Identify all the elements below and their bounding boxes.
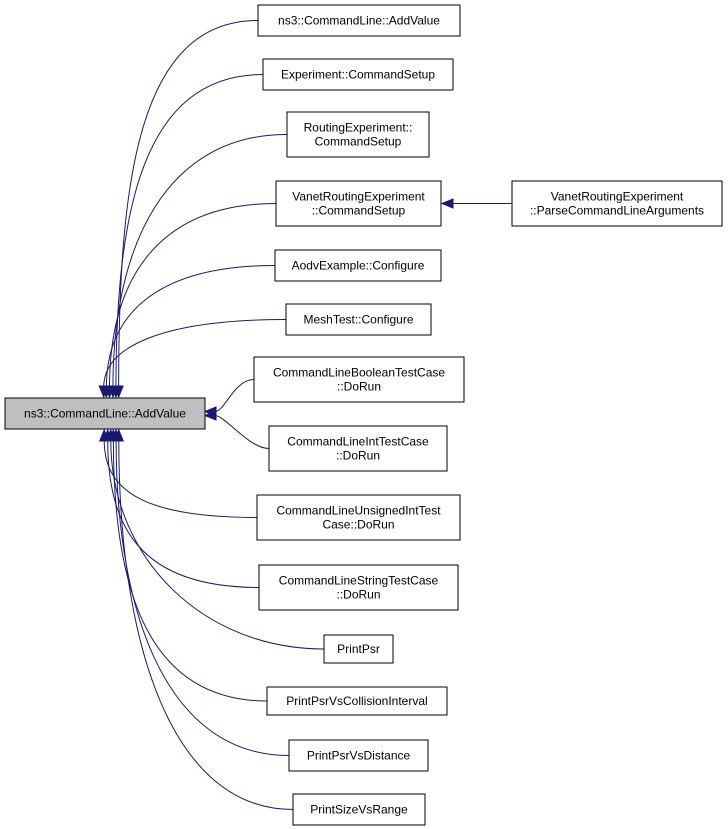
node-label: PrintSizeVsRange <box>310 803 408 817</box>
node-box <box>268 425 448 472</box>
node-box <box>286 111 430 158</box>
edge-c4-to-root <box>109 203 277 388</box>
edge-c5-to-root <box>105 265 276 388</box>
node-box <box>323 634 394 664</box>
node-label: Case::DoRun <box>322 518 394 532</box>
node-label: ns3::CommandLine::AddValue <box>278 14 440 28</box>
edge-c1-to-root <box>118 20 259 388</box>
edge-c2-to-root <box>115 74 264 388</box>
node-c13[interactable]: PrintPsrVsDistance <box>288 739 429 772</box>
node-c1[interactable]: ns3::CommandLine::AddValue <box>257 4 461 37</box>
node-label: ::DoRun <box>336 588 380 602</box>
node-label: CommandLineStringTestCase <box>279 574 439 588</box>
node-root[interactable]: ns3::CommandLine::AddValue <box>4 397 206 430</box>
node-box <box>285 303 432 336</box>
node-c7[interactable]: CommandLineBooleanTestCase::DoRun <box>253 356 465 403</box>
edge-c12-to-root <box>112 439 268 702</box>
node-box <box>511 180 723 227</box>
node-label: PrintPsrVsCollisionInterval <box>286 694 427 708</box>
node-label: CommandSetup <box>315 135 402 149</box>
node-label: CommandLineIntTestCase <box>287 435 429 449</box>
node-box <box>256 494 461 541</box>
node-c14[interactable]: PrintSizeVsRange <box>292 793 426 826</box>
node-label: ::DoRun <box>337 380 381 394</box>
node-c8[interactable]: CommandLineIntTestCase::DoRun <box>268 425 448 472</box>
node-box <box>274 249 442 282</box>
edge-c3-to-root <box>112 134 288 388</box>
nodes: ns3::CommandLine::AddValuens3::CommandLi… <box>4 4 723 826</box>
node-box <box>292 793 426 826</box>
edge-c7-to-root <box>214 379 255 412</box>
node-label: PrintPsrVsDistance <box>307 749 411 763</box>
node-c11[interactable]: PrintPsr <box>323 634 394 664</box>
edge-c9-to-root <box>103 439 258 518</box>
edge-c10-to-root <box>107 439 260 588</box>
node-box <box>275 180 442 227</box>
node-box <box>257 4 461 37</box>
node-box <box>4 397 206 430</box>
node-label: CommandLineUnsignedIntTest <box>276 504 441 518</box>
node-box <box>262 58 454 91</box>
node-box <box>253 356 465 403</box>
node-c12[interactable]: PrintPsrVsCollisionInterval <box>266 686 448 716</box>
node-c5[interactable]: AodvExample::Configure <box>274 249 442 282</box>
node-label: MeshTest::Configure <box>303 313 413 327</box>
edge-c8-to-root <box>214 415 270 449</box>
node-c10[interactable]: CommandLineStringTestCase::DoRun <box>258 564 459 611</box>
node-box <box>266 686 448 716</box>
node-label: ns3::CommandLine::AddValue <box>24 407 186 421</box>
node-label: VanetRoutingExperiment <box>292 190 425 204</box>
edge-c14-to-root <box>118 439 294 810</box>
node-label: ::ParseCommandLineArguments <box>530 204 704 218</box>
node-c3[interactable]: RoutingExperiment::CommandSetup <box>286 111 430 158</box>
node-label: ::CommandSetup <box>312 204 406 218</box>
node-s1[interactable]: VanetRoutingExperiment::ParseCommandLine… <box>511 180 723 227</box>
node-label: RoutingExperiment:: <box>304 121 413 135</box>
node-box <box>288 739 429 772</box>
edge-c13-to-root <box>115 439 290 756</box>
arrow-head <box>203 410 217 421</box>
arrow-head <box>440 198 454 209</box>
node-c6[interactable]: MeshTest::Configure <box>285 303 432 336</box>
edges <box>98 20 512 810</box>
node-label: CommandLineBooleanTestCase <box>273 366 445 380</box>
edge-c6-to-root <box>103 319 287 388</box>
node-label: AodvExample::Configure <box>292 259 425 273</box>
node-c2[interactable]: Experiment::CommandSetup <box>262 58 454 91</box>
node-c4[interactable]: VanetRoutingExperiment::CommandSetup <box>275 180 442 227</box>
arrow-head <box>113 428 125 442</box>
node-label: ::DoRun <box>336 449 380 463</box>
edge-c11-to-root <box>110 439 325 650</box>
node-label: VanetRoutingExperiment <box>551 190 684 204</box>
node-label: PrintPsr <box>337 642 380 656</box>
node-label: Experiment::CommandSetup <box>281 68 435 82</box>
arrow-head <box>98 385 109 399</box>
node-box <box>258 564 459 611</box>
